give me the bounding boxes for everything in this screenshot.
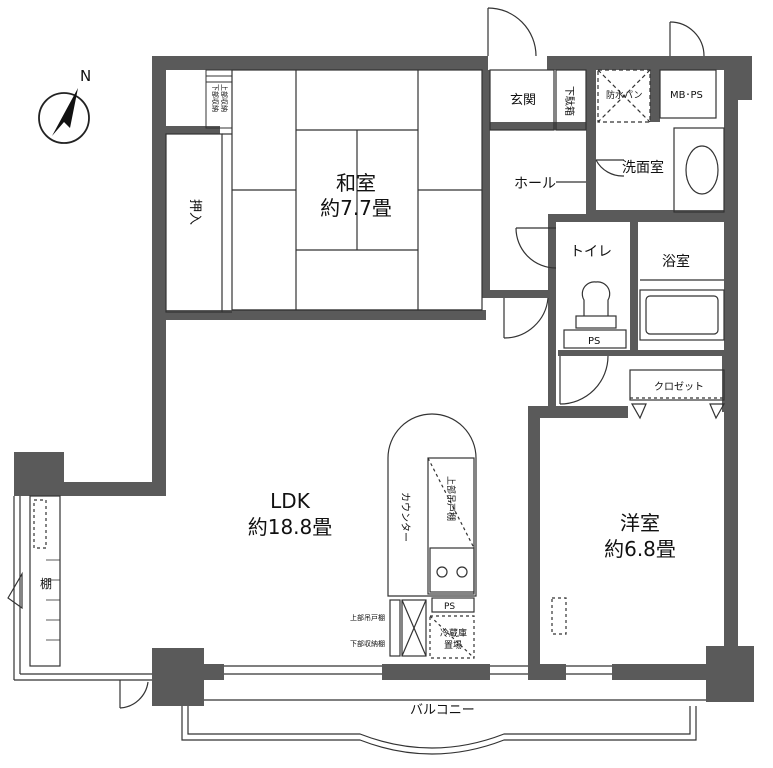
entrance-door [487, 7, 537, 57]
yokushitsu-label: 浴室 [662, 253, 690, 270]
closet [629, 369, 726, 420]
jobu-shokkidana-label: 上部吊戸棚 [350, 613, 385, 622]
yoshitsu-room [551, 597, 612, 675]
north-label: N [80, 67, 91, 85]
ldk-size: 約18.8畳 [248, 515, 333, 539]
left-shelf [7, 495, 152, 709]
bosui-pan-label: 防水パン [606, 89, 642, 101]
getabako-label: 下駄箱 [563, 86, 576, 116]
jobu-tsuridana-label: 上部吊戸棚 [445, 476, 457, 521]
balcony-label: バルコニー [410, 703, 475, 718]
compass: N [38, 67, 91, 144]
walls [14, 56, 754, 706]
yoshitsu-size: 約6.8畳 [604, 537, 676, 561]
left-shelf-ticks [46, 559, 60, 641]
tana-label: 棚 [40, 576, 52, 591]
counter-label: カウンター [399, 492, 411, 542]
kabu-shunadana-label: 下部収納棚 [350, 639, 385, 648]
ldk-name: LDK [270, 489, 311, 513]
toilet-label: トイレ [570, 244, 612, 260]
reizoko-label: 冷蔵庫 [440, 627, 467, 639]
mbps-label: MB･PS [670, 90, 703, 101]
toilet-room [563, 281, 627, 349]
oshiire-label: 押入 [187, 199, 202, 225]
closet-label: クロゼット [654, 381, 704, 393]
okiba-label: 置場 [444, 639, 462, 651]
washitsu-name: 和室 [336, 171, 376, 195]
hall-door [503, 159, 625, 405]
genkan-label: 玄関 [510, 93, 536, 108]
bathroom [639, 279, 725, 341]
ps1-label: PS [588, 336, 600, 347]
tatami-room-fill [232, 70, 486, 314]
washitsu-size: 約7.7畳 [320, 196, 392, 220]
kabu-shuno-label: 下部収納 [211, 84, 220, 112]
entrance-area [489, 69, 587, 183]
ldk-window [224, 665, 528, 675]
north-arrow-icon [52, 88, 78, 136]
yoshitsu-name: 洋室 [620, 511, 660, 535]
storage-top-left [205, 69, 233, 129]
hall-label: ホール [514, 176, 556, 192]
jobu-shuno-label: 上部収納 [220, 84, 229, 112]
mbps-door [669, 21, 705, 57]
ps2-label: PS [444, 602, 455, 612]
oshiire-closet [165, 133, 232, 313]
kitchen-counter [387, 413, 477, 659]
balcony [181, 699, 706, 755]
senmenshitsu-label: 洗面室 [622, 159, 664, 176]
washroom [597, 69, 725, 213]
compass-circle [38, 92, 90, 144]
washitsu-room [231, 69, 483, 311]
